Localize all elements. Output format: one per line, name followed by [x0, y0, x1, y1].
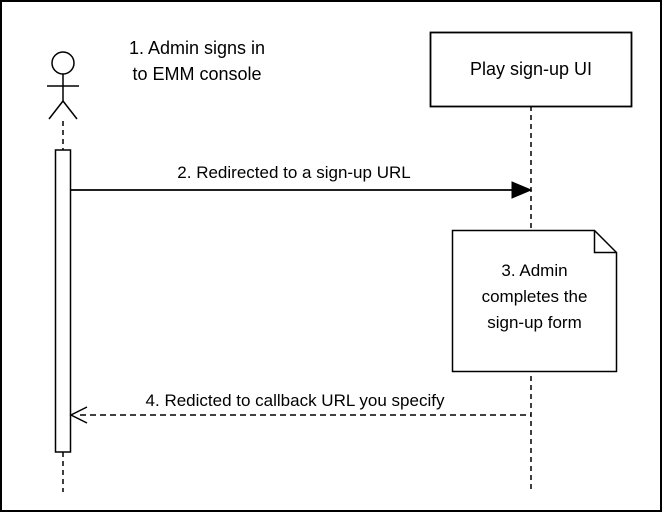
message-2-label: 2. Redirected to a sign-up URL — [177, 163, 411, 182]
note-shape — [451, 229, 618, 373]
message-4-label: 4. Redicted to callback URL you specify — [145, 391, 445, 410]
message-2-arrow — [71, 181, 533, 199]
activation-bar — [54, 149, 72, 453]
participant-title: Play sign-up UI — [469, 59, 593, 79]
message-4-arrow — [69, 406, 531, 424]
note-3-label: 3. Admin completes the sign-up form — [481, 261, 588, 332]
step-1-annotation: 1. Admin signs in to EMM console — [128, 38, 266, 84]
actor-icon — [47, 51, 79, 120]
participant-box — [429, 31, 633, 108]
